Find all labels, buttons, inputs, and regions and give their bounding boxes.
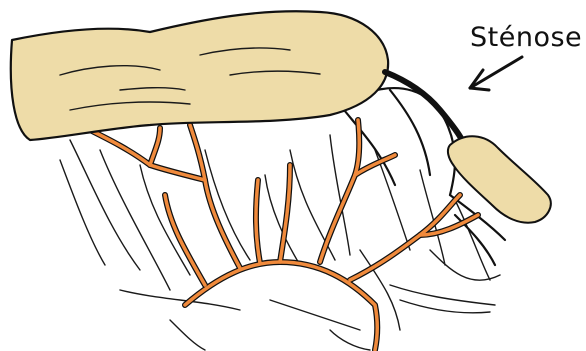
distal-bowel-segment bbox=[448, 136, 551, 222]
stenosis-label: Sténose bbox=[470, 22, 582, 53]
stenosis-narrowing bbox=[385, 72, 462, 140]
arrow-icon bbox=[470, 57, 522, 90]
proximal-bowel-segment bbox=[11, 11, 388, 140]
mesenteric-vessels bbox=[90, 120, 478, 350]
